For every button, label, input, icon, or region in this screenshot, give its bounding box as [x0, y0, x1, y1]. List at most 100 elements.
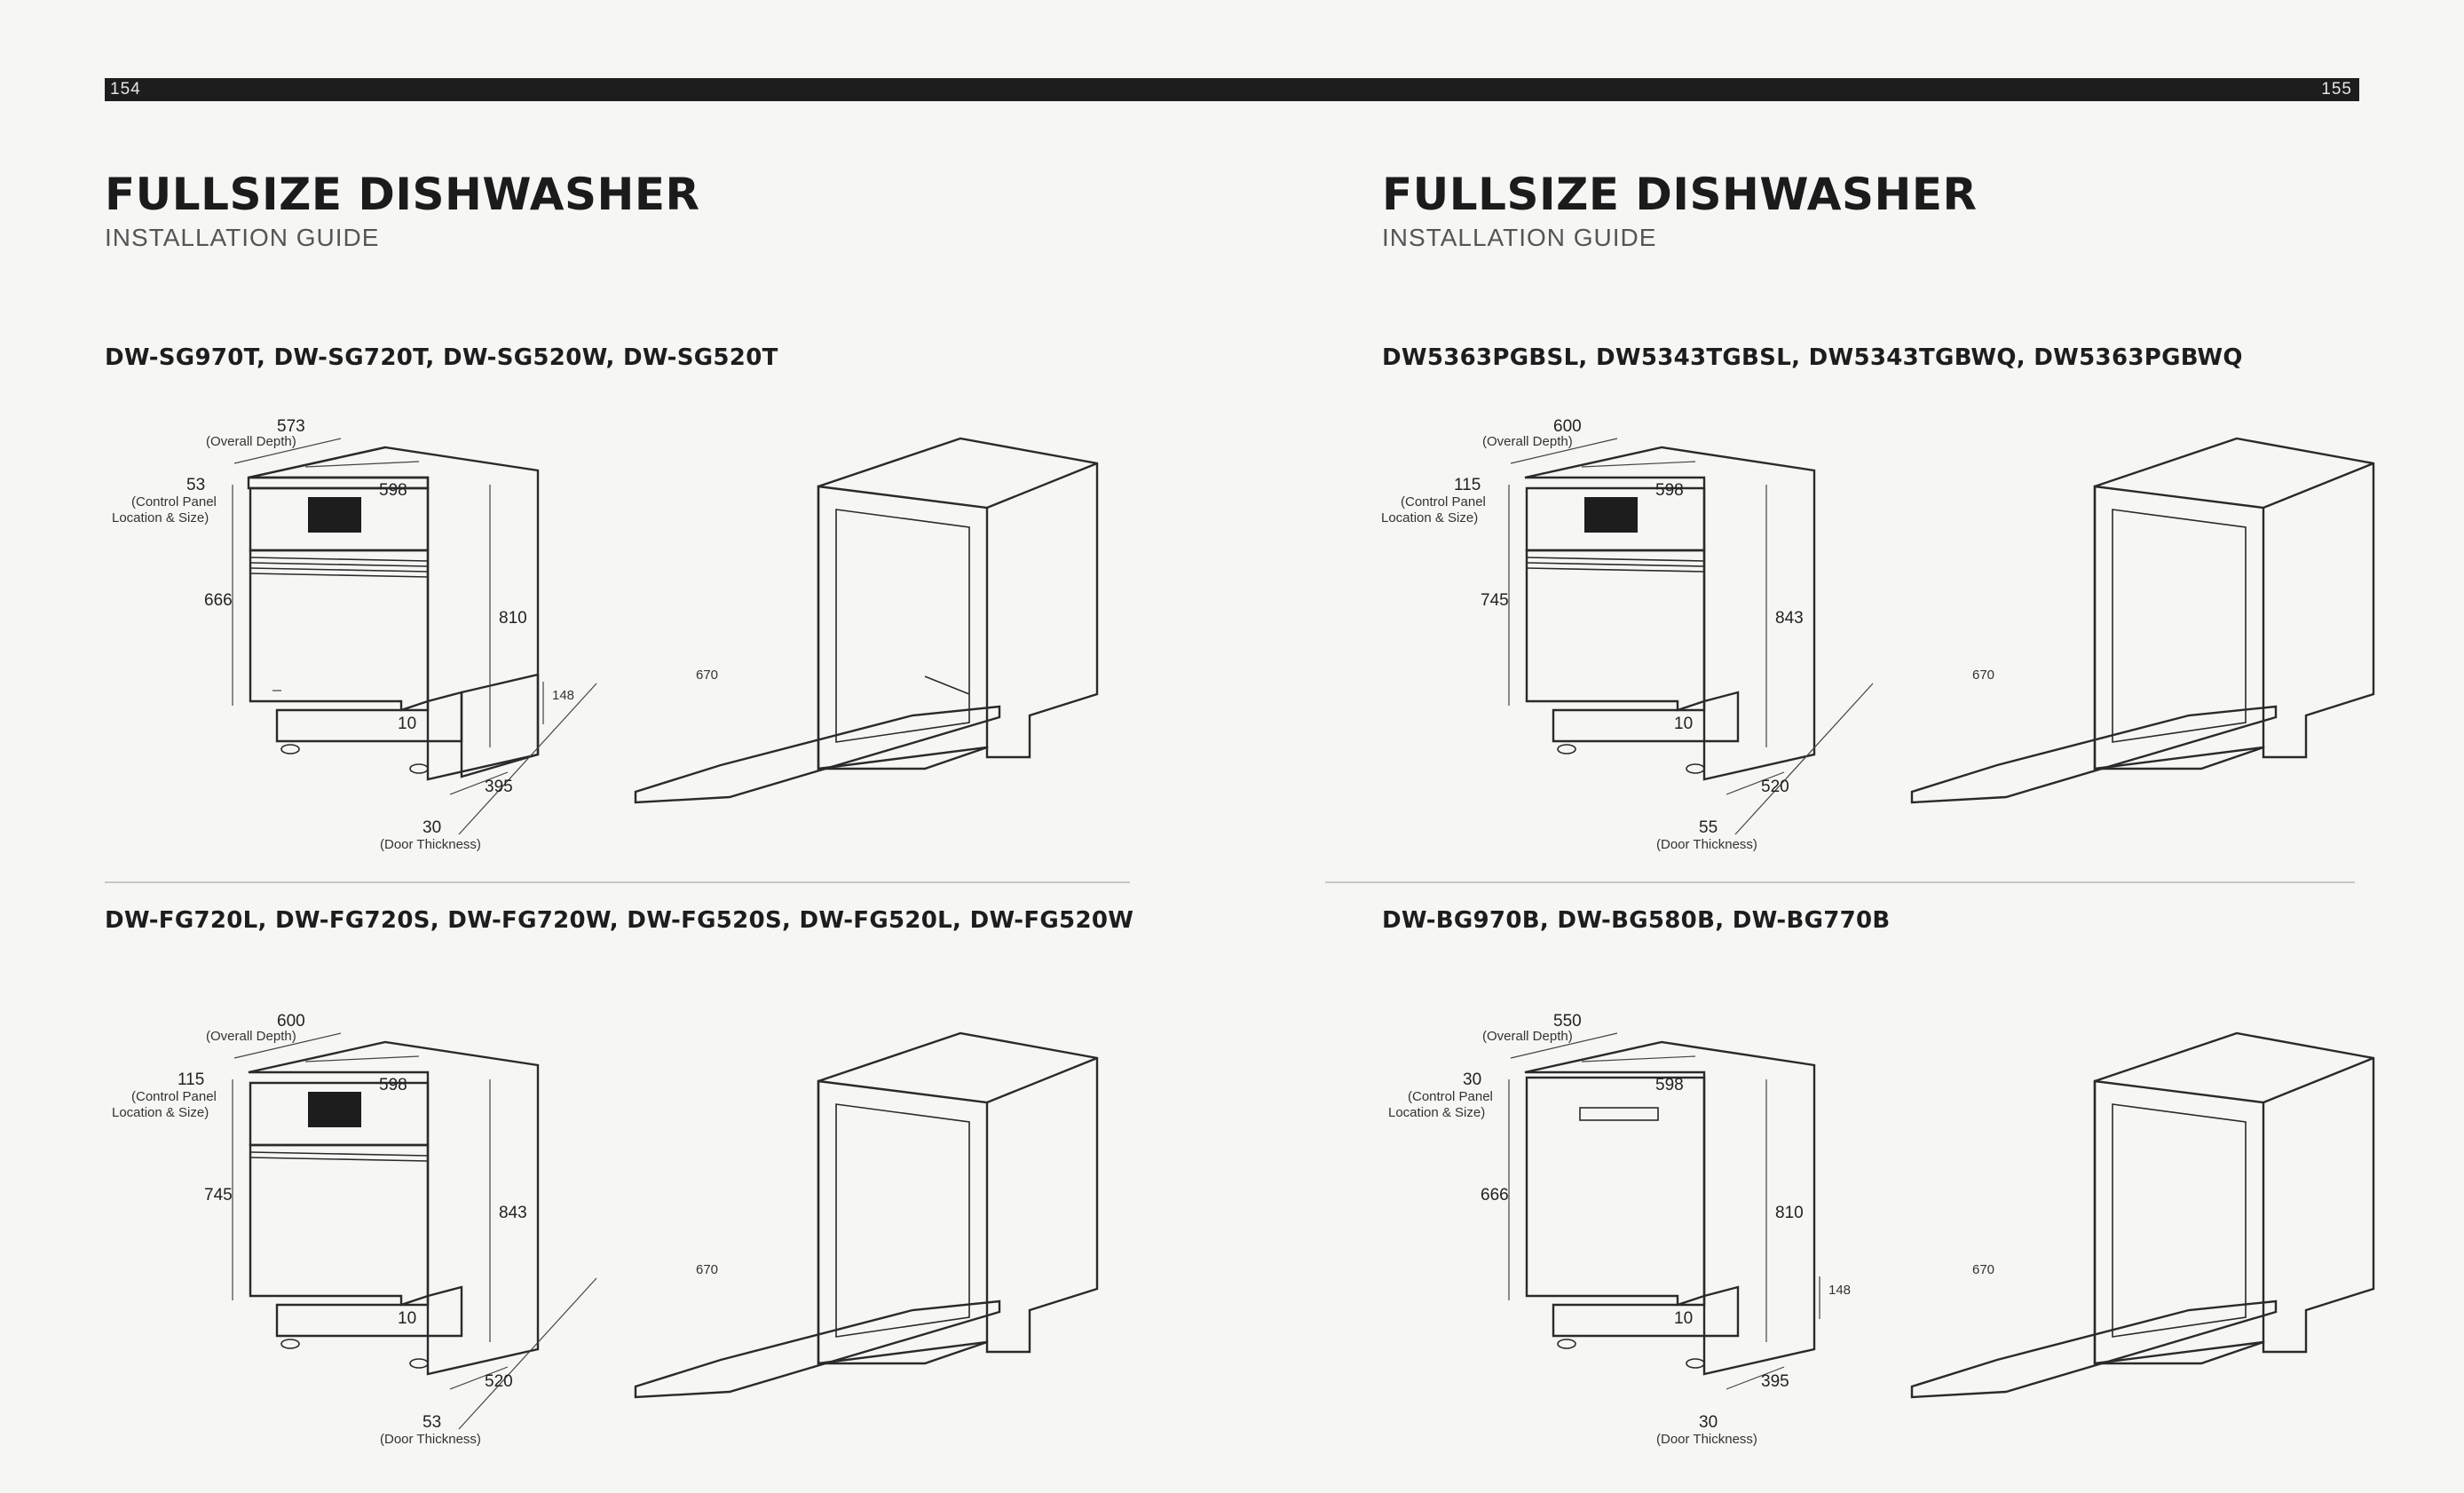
model-list-1: DW-SG970T, DW-SG720T, DW-SG520W, DW-SG52…: [105, 344, 778, 371]
foot-right: [409, 763, 429, 774]
unit-door: [1525, 549, 1706, 712]
cavity-outline: [817, 437, 1099, 770]
dishwasher-drawing: [248, 1040, 540, 1376]
dishwasher-drawing: [1524, 446, 1816, 781]
cavity-inner: [835, 1103, 970, 1338]
control-panel-label-1: (Control Panel: [1401, 494, 1486, 510]
plinth-height-value: 148: [1828, 1283, 1851, 1298]
overall-depth-value: 573: [277, 417, 305, 436]
section-divider-right: [1325, 881, 2355, 883]
model-list-3: DW-FG720L, DW-FG720S, DW-FG720W, DW-FG52…: [105, 907, 1134, 934]
foot-left: [280, 744, 300, 754]
cavity-outline: [2093, 1031, 2375, 1365]
foot-height-value: 10: [398, 1309, 416, 1328]
open-door-depth-value: 670: [1972, 1262, 1994, 1277]
open-door-depth-value: 670: [696, 668, 718, 683]
cavity-inner: [2112, 1103, 2247, 1338]
dimension-lines: [232, 1032, 597, 1430]
door-handle: [1579, 1107, 1659, 1121]
door-thickness-value: 53: [423, 1413, 441, 1432]
front-height-value: 745: [204, 1186, 233, 1205]
cavity-top-edge: [986, 462, 1098, 510]
unit-plinth: [1552, 1285, 1740, 1338]
cavity-front: [817, 1079, 989, 1365]
overall-depth-label: (Overall Depth): [206, 434, 296, 449]
total-height-value: 843: [499, 1204, 527, 1222]
side-depth-value: 395: [1761, 1372, 1789, 1391]
diagram-svg-3: 600 (Overall Depth) 598 115 (Control Pan…: [112, 1012, 1099, 1447]
control-panel-label-2: Location & Size): [1388, 1105, 1485, 1120]
cavity-front: [817, 485, 989, 770]
control-panel-value: 115: [1454, 476, 1481, 494]
total-height-value: 810: [499, 609, 527, 628]
control-panel-value: 115: [178, 1070, 204, 1089]
front-height-value: 666: [1481, 1186, 1509, 1205]
control-display: [308, 1092, 361, 1127]
open-door: [634, 1299, 1001, 1399]
cavity-inner: [2112, 509, 2247, 743]
vent-lines: [1526, 557, 1705, 573]
integrated-door: [1525, 1076, 1706, 1307]
dimension-lines: [1508, 438, 1874, 835]
unit-side: [1524, 1040, 1816, 1376]
foot-height-value: 10: [1674, 1309, 1693, 1328]
left-page-title: FULLSIZE DISHWASHER: [105, 169, 700, 220]
overall-depth-value: 550: [1553, 1012, 1582, 1031]
cavity-drawing: [1910, 437, 2375, 804]
control-display: [1584, 497, 1638, 533]
cavity-front: [2093, 1079, 2265, 1365]
control-panel-label-1: (Control Panel: [131, 494, 217, 510]
model-list-4: DW-BG970B, DW-BG580B, DW-BG770B: [1382, 907, 1891, 934]
dishwasher-drawing: [1524, 1040, 1816, 1376]
diagram-svg-4: 550 (Overall Depth) 598 30 (Control Pane…: [1388, 1012, 2375, 1447]
open-door: [1910, 1299, 2278, 1399]
unit-top-back: [248, 446, 386, 479]
control-panel-label-1: (Control Panel: [1408, 1089, 1493, 1104]
foot-left: [1557, 1339, 1576, 1349]
cavity-outline: [2093, 437, 2375, 770]
cavity-top-edge: [2263, 1056, 2374, 1104]
foot-height-value: 10: [1674, 715, 1693, 733]
cavity-drawing: [634, 1031, 1099, 1399]
unit-plinth: [275, 1285, 463, 1338]
overall-depth-label: (Overall Depth): [1482, 1029, 1573, 1044]
side-depth-value: 395: [485, 778, 513, 796]
dimension-lines: [232, 438, 597, 835]
page-number-right: 155: [2321, 80, 2352, 99]
open-door: [1910, 705, 2278, 804]
plinth-height-value: 148: [552, 688, 574, 703]
control-panel-label-2: Location & Size): [112, 1105, 209, 1120]
door-thickness-value: 55: [1699, 818, 1718, 837]
dimension-diagram-4: 550 (Overall Depth) 598 30 (Control Pane…: [1376, 1003, 2423, 1465]
open-door: [634, 705, 1001, 804]
control-panel-label-2: Location & Size): [112, 510, 209, 525]
door-thickness-label: (Door Thickness): [1656, 1432, 1757, 1447]
cavity-outline: [817, 1031, 1099, 1365]
door-thickness-label: (Door Thickness): [1656, 837, 1757, 852]
cavity-front: [2093, 485, 2265, 770]
unit-side: [248, 1040, 540, 1376]
control-panel-value: 53: [186, 476, 205, 494]
unit-side: [1524, 446, 1816, 781]
door-thickness-value: 30: [423, 818, 441, 837]
foot-right: [1686, 1358, 1705, 1369]
diagram-svg-2: 600 (Overall Depth) 598 115 (Control Pan…: [1381, 417, 2375, 852]
section-divider-left: [105, 881, 1130, 883]
unit-plinth: [275, 691, 463, 743]
cavity-floor: [924, 675, 970, 695]
control-panel-value: 30: [1463, 1070, 1481, 1089]
unit-door: [249, 1143, 430, 1307]
overall-depth-label: (Overall Depth): [1482, 434, 1573, 449]
left-page-subtitle: INSTALLATION GUIDE: [105, 224, 380, 251]
front-height-value: 666: [204, 591, 233, 610]
cavity-drawing: [634, 437, 1099, 804]
cavity-top-edge: [986, 1056, 1098, 1104]
page-number-left: 154: [110, 80, 141, 99]
dimension-lines: [1508, 1032, 1820, 1390]
control-display: [308, 497, 361, 533]
total-height-value: 843: [1775, 609, 1804, 628]
cavity-drawing: [1910, 1031, 2375, 1399]
vent-lines: [249, 1151, 429, 1162]
unit-plinth: [1552, 691, 1740, 743]
width-value: 598: [379, 1076, 407, 1094]
